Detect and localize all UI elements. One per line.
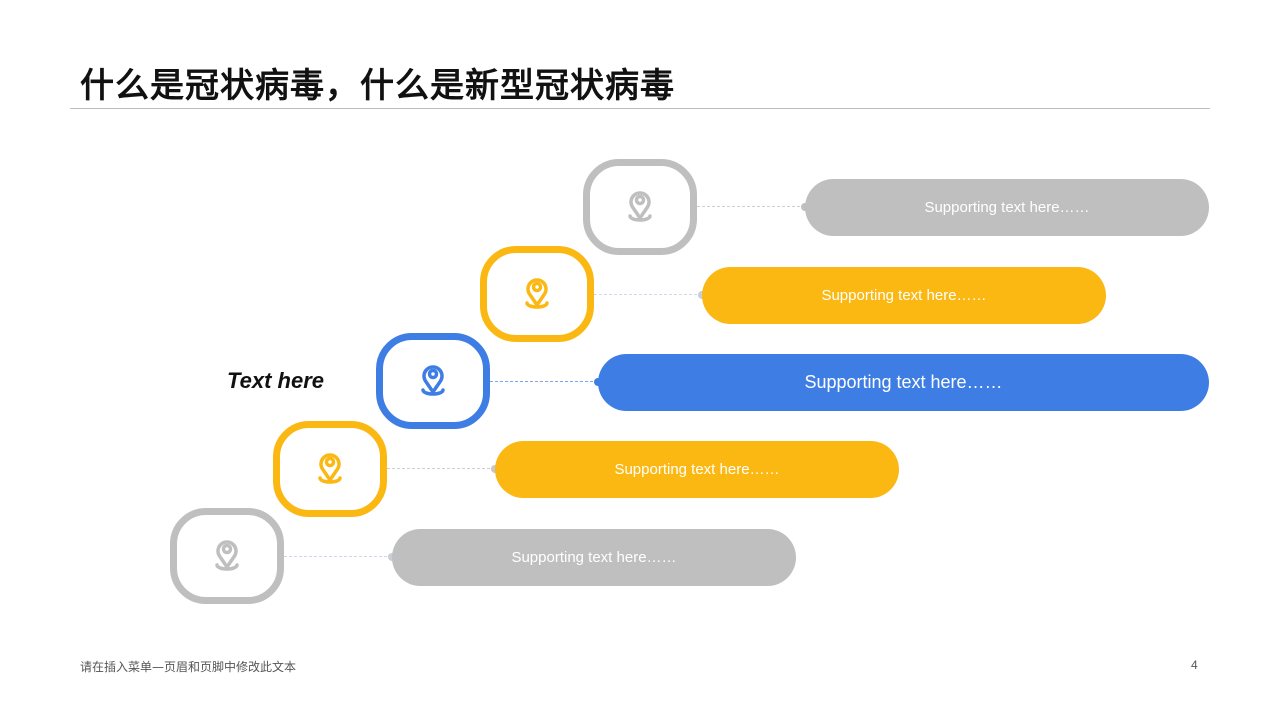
step-4-connector	[387, 468, 495, 469]
step-1-pill: Supporting text here……	[805, 179, 1209, 236]
step-3-icon-tile	[376, 333, 490, 429]
step-3-pill: Supporting text here……	[598, 354, 1209, 411]
step-3-connector	[490, 381, 598, 382]
step-1-connector	[697, 206, 805, 207]
location-pin-icon	[308, 447, 352, 491]
side-label: Text here	[227, 368, 325, 393]
slide-title: 什么是冠状病毒，什么是新型冠状病毒	[80, 66, 675, 106]
step-5-pill: Supporting text here……	[392, 529, 796, 586]
step-5-icon-tile	[170, 508, 284, 604]
step-4-pill: Supporting text here……	[495, 441, 899, 498]
location-pin-icon	[515, 272, 559, 316]
location-pin-icon	[411, 359, 455, 403]
step-2-connector	[594, 294, 702, 295]
step-2-pill: Supporting text here……	[702, 267, 1106, 324]
title-divider	[70, 108, 1210, 109]
footer-text: 请在插入菜单—页眉和页脚中修改此文本	[80, 660, 297, 674]
page-number: 4	[1191, 658, 1198, 672]
step-4-icon-tile	[273, 421, 387, 517]
step-2-icon-tile	[480, 246, 594, 342]
step-5-connector	[284, 556, 392, 557]
step-1-icon-tile	[583, 159, 697, 255]
location-pin-icon	[618, 185, 662, 229]
location-pin-icon	[205, 534, 249, 578]
